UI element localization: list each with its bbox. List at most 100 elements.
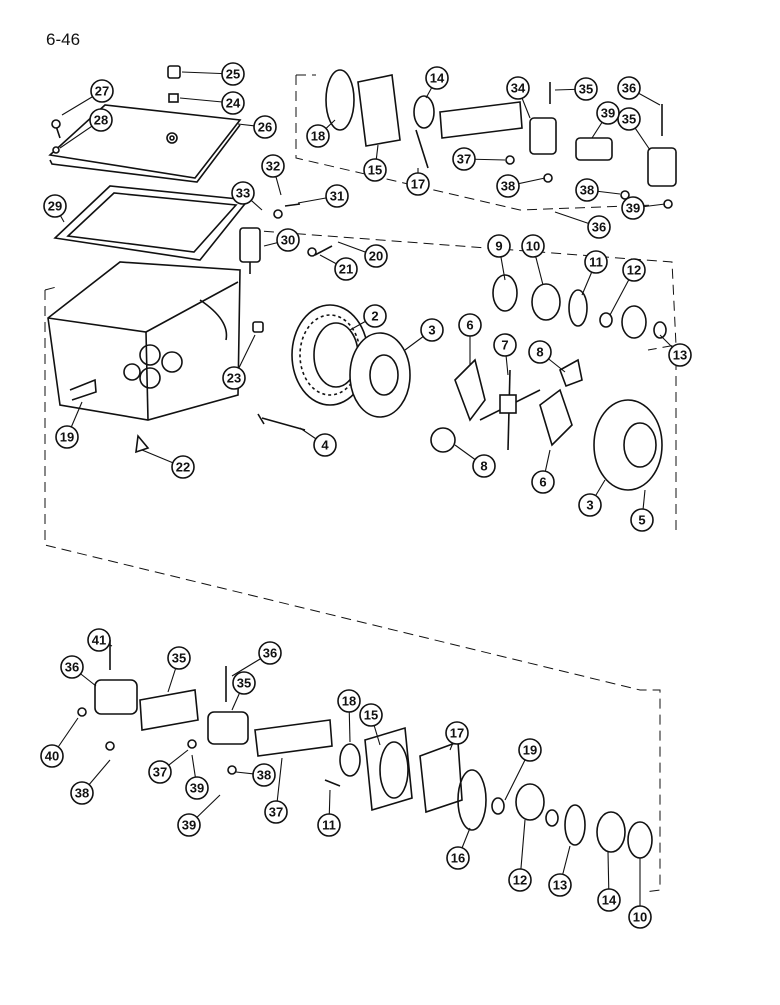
callout-30: 30 — [263, 228, 300, 252]
callout-36: 35 — [554, 77, 598, 101]
callout-number: 17 — [411, 177, 425, 192]
callout-circle — [487, 234, 511, 258]
callout-9: 8 — [454, 444, 496, 478]
callout-number: 38 — [75, 786, 89, 801]
callout-circle — [313, 433, 337, 457]
lower-axle-shaft-assembly — [77, 640, 487, 831]
callout-number: 16 — [451, 851, 465, 866]
callout-number: 36 — [263, 646, 277, 661]
callout-number: 17 — [450, 726, 464, 741]
callout-circle — [87, 628, 111, 652]
callout-number: 14 — [430, 71, 445, 86]
callout-circle — [148, 760, 172, 784]
callout-51: 37 — [148, 749, 189, 784]
callout-number: 36 — [65, 660, 79, 675]
callout-circle — [359, 703, 383, 727]
callout-circle — [221, 91, 245, 115]
callout-18: 18 — [306, 119, 336, 148]
callout-circle — [261, 154, 285, 178]
callout-25: 25 — [181, 62, 245, 86]
callout-circle — [171, 455, 195, 479]
callout-number: 11 — [322, 818, 336, 833]
callout-circle — [621, 196, 645, 220]
callout-number: 25 — [226, 67, 240, 82]
callout-circle — [222, 366, 246, 390]
callout-13: 12 — [609, 258, 646, 316]
callout-45: 36 — [231, 641, 282, 677]
callout-27: 27 — [61, 79, 114, 116]
breather-plug — [167, 65, 181, 103]
callout-circle — [445, 721, 469, 745]
callout-number: 24 — [226, 96, 241, 111]
callout-circle — [452, 147, 476, 171]
callout-circle — [264, 800, 288, 824]
callout-50: 38 — [70, 759, 111, 805]
callout-3: 5 — [630, 489, 654, 532]
callout-number: 18 — [311, 129, 325, 144]
callout-circle — [334, 257, 358, 281]
callout-53: 38 — [235, 763, 276, 787]
callout-49: 40 — [40, 717, 79, 768]
callout-10: 9 — [487, 234, 511, 281]
callout-number: 18 — [342, 694, 356, 709]
callout-number: 38 — [501, 179, 515, 194]
callout-circle — [70, 781, 94, 805]
callout-number: 39 — [182, 818, 196, 833]
callout-circle — [420, 318, 444, 342]
housing-bolts — [51, 119, 333, 454]
callout-number: 10 — [526, 239, 540, 254]
callout-number: 35 — [237, 676, 251, 691]
callout-55: 37 — [264, 757, 288, 824]
callout-44: 41 — [87, 628, 113, 652]
callout-circle — [575, 178, 599, 202]
callout-number: 12 — [627, 263, 641, 278]
long-bolt — [257, 413, 306, 431]
callout-number: 10 — [633, 910, 647, 925]
callout-number: 40 — [45, 749, 59, 764]
spider-cross — [479, 369, 541, 451]
callout-number: 3 — [428, 323, 435, 338]
callout-circle — [221, 62, 245, 86]
callout-60: 16 — [446, 827, 471, 870]
callout-26: 26 — [237, 115, 277, 139]
callout-number: 27 — [95, 84, 109, 99]
callout-circle — [578, 493, 602, 517]
callout-circle — [628, 905, 652, 929]
upper-axle-shaft-assembly — [325, 69, 677, 209]
callout-number: 39 — [626, 201, 640, 216]
callout-number: 37 — [457, 152, 471, 167]
callout-circle — [425, 66, 449, 90]
callout-number: 35 — [622, 112, 636, 127]
pinion-gears — [430, 358, 583, 453]
callout-circle — [364, 244, 388, 268]
callout-number: 6 — [466, 318, 473, 333]
callout-65: 10 — [628, 858, 652, 929]
callout-circle — [668, 343, 692, 367]
callout-number: 19 — [523, 743, 537, 758]
callout-circle — [548, 873, 572, 897]
callout-33: 33 — [231, 181, 263, 211]
callout-29: 29 — [43, 194, 67, 223]
callout-21: 21 — [319, 254, 358, 281]
callout-number: 37 — [153, 765, 167, 780]
side-bevel-gears — [454, 358, 573, 447]
callout-circle — [458, 313, 482, 337]
callout-57: 18 — [337, 689, 361, 743]
callout-23: 23 — [222, 334, 256, 390]
upper-bearing-set — [492, 274, 667, 339]
callout-number: 38 — [580, 183, 594, 198]
callout-number: 15 — [368, 163, 382, 178]
callout-number: 35 — [172, 651, 186, 666]
callout-number: 15 — [364, 708, 378, 723]
callout-circle — [528, 340, 552, 364]
callout-16: 15 — [363, 144, 387, 182]
callout-number: 19 — [60, 430, 74, 445]
page-number: 6-46 — [46, 30, 81, 49]
callout-62: 12 — [508, 819, 532, 892]
callout-59: 17 — [445, 721, 469, 751]
callout-circle — [574, 77, 598, 101]
top-cover-gasket — [53, 185, 250, 261]
callout-34: 34 — [506, 76, 531, 119]
callout-number: 20 — [369, 249, 383, 264]
